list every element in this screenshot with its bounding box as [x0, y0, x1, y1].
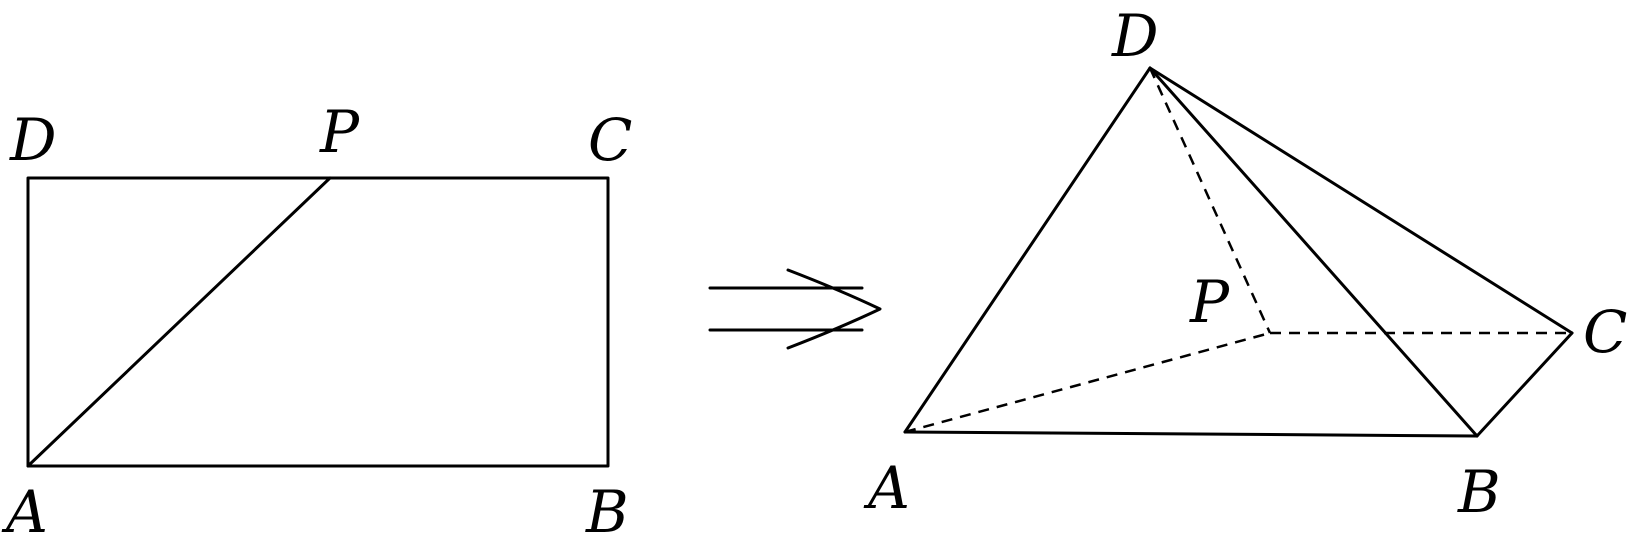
right-figure-pyramid: D P C A B — [863, 2, 1627, 526]
right-label-p: P — [1189, 268, 1230, 336]
hidden-edge-ap — [904, 331, 1271, 434]
arrow-head — [786, 268, 882, 350]
left-label-b: B — [585, 478, 629, 543]
edge-ab — [903, 430, 1479, 438]
right-label-c: C — [1583, 298, 1627, 366]
left-figure-rectangle: D P C A B — [1, 98, 632, 543]
right-label-d: D — [1111, 2, 1159, 70]
left-label-c: C — [588, 106, 632, 174]
left-label-d: D — [9, 106, 57, 174]
double-arrow-right-icon — [708, 268, 882, 350]
edge-da — [903, 66, 1152, 434]
segment-ap — [26, 176, 332, 468]
edge-bc — [1475, 331, 1574, 438]
hidden-edge-dp — [1148, 67, 1272, 334]
edge-dc — [1148, 66, 1574, 335]
right-label-a: A — [863, 454, 910, 522]
left-label-p: P — [319, 98, 360, 166]
right-label-b: B — [1457, 458, 1501, 526]
left-label-a: A — [1, 478, 48, 543]
rectangle-abcd — [26, 176, 610, 468]
edge-db — [1148, 66, 1479, 438]
